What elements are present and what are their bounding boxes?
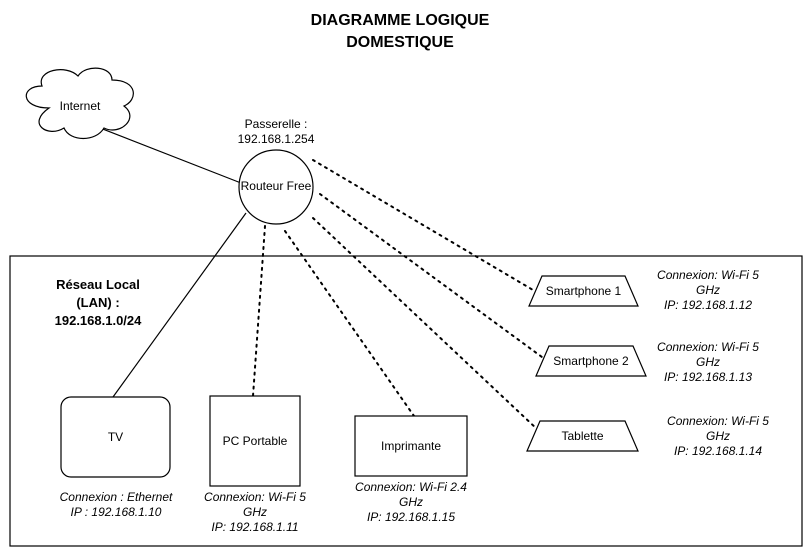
router-gateway-label: Passerelle : [244,117,308,131]
router-node [238,149,314,225]
tablet-node [526,420,639,452]
tablet-ip: IP: 192.168.1.14 [673,444,763,458]
tablet-connection-unit: GHz [706,429,730,443]
link-router-printer [284,230,415,417]
lan-label-line3: 192.168.1.0/24 [54,313,142,328]
diagram-title-line2: DOMESTIQUE [346,34,454,51]
pc-ip: IP: 192.168.1.11 [211,520,299,534]
phone1-label: Smartphone 1 [545,284,622,298]
tv-label: TV [107,430,124,444]
printer-ip: IP: 192.168.1.15 [366,510,456,524]
tablet-label: Tablette [561,429,604,443]
phone1-ip: IP: 192.168.1.12 [663,298,753,312]
pc-node [209,395,301,487]
internet-cloud-icon [25,67,134,140]
pc-label: PC Portable [222,434,288,448]
pc-connection: Connexion: Wi-Fi 5 [204,490,306,504]
phone2-label: Smartphone 2 [553,354,629,368]
tv-node [60,396,171,478]
printer-connection: Connexion: Wi-Fi 2.4 [355,480,467,494]
tv-connection: Connexion : Ethernet [59,490,173,504]
link-router-tablet [312,217,539,431]
lan-label-line1: Réseau Local [56,277,140,292]
phone1-node [528,275,639,307]
link-router-phone2 [319,193,547,361]
printer-connection-unit: GHz [399,495,423,509]
printer-label: Imprimante [380,439,442,453]
tv-ip: IP : 192.168.1.10 [70,505,162,519]
printer-node [354,415,468,477]
phone1-connection-unit: GHz [696,283,720,297]
internet-label: Internet [59,99,101,113]
pc-connection-unit: GHz [243,505,267,519]
lan-label-line2: (LAN) : [76,295,120,310]
phone2-connection: Connexion: Wi-Fi 5 [657,340,759,354]
phone2-ip: IP: 192.168.1.13 [663,370,753,384]
link-router-phone1 [312,159,534,291]
phone1-connection: Connexion: Wi-Fi 5 [657,268,759,282]
link-router-pc [252,225,266,397]
link-internet-router [94,125,242,184]
phone2-connection-unit: GHz [696,355,720,369]
phone2-node [535,345,647,377]
diagram-title-line1: DIAGRAMME LOGIQUE [310,12,490,29]
link-router-tv [112,212,247,398]
tablet-connection: Connexion: Wi-Fi 5 [667,414,769,428]
router-gateway-ip: 192.168.1.254 [237,132,315,146]
router-label: Routeur Free [240,179,312,193]
